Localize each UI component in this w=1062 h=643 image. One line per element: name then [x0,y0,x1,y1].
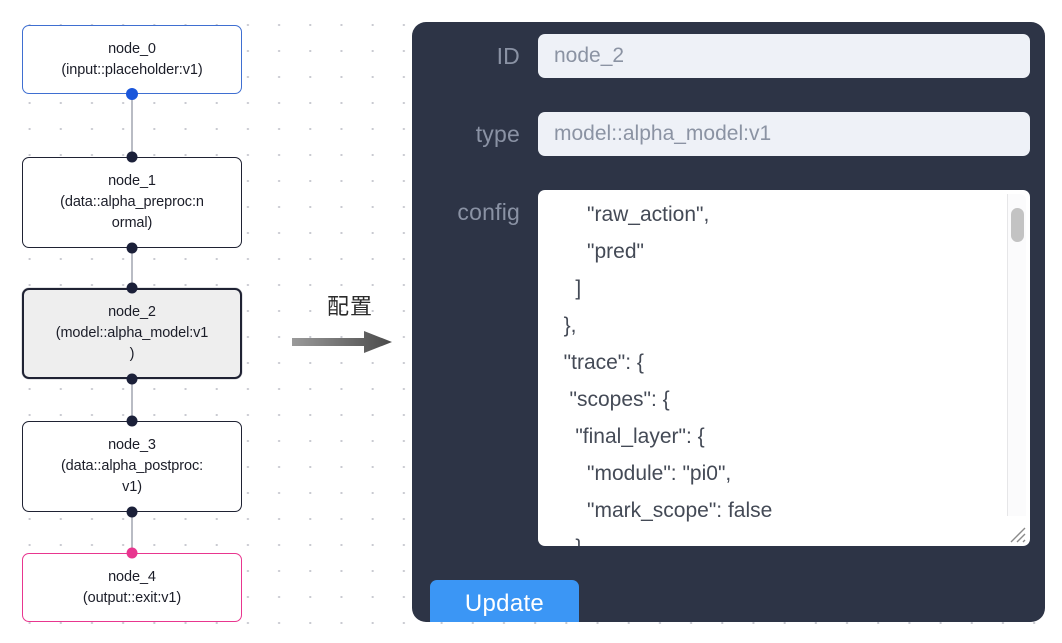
node-0[interactable]: node_0 (input::placeholder:v1) [22,25,242,94]
id-field-label: ID [496,43,520,69]
resize-grip-icon[interactable] [1007,524,1027,544]
edge-1-2[interactable] [131,248,133,288]
handle-node-1-target[interactable] [126,151,138,163]
handle-node-2-source[interactable] [126,373,138,385]
handle-node-3-source[interactable] [126,506,138,518]
config-scrollbar[interactable] [1007,194,1026,516]
update-button[interactable]: Update [430,580,579,622]
node-inspector-panel: ID type config "raw_action", "pred" ] },… [412,22,1045,622]
handle-node-1-source[interactable] [126,242,138,254]
handle-node-4-target[interactable] [126,547,138,559]
edge-2-3[interactable] [131,379,133,421]
id-field-row: ID [430,34,1030,78]
node-4[interactable]: node_4 (output::exit:v1) [22,553,242,622]
node-0-label: node_0 (input::placeholder:v1) [61,40,203,78]
edge-0-1[interactable] [131,94,133,157]
config-scrollbar-thumb[interactable] [1011,208,1024,242]
node-3-label: node_3 (data::alpha_postproc: v1) [60,437,204,495]
node-2-label: node_2 (model::alpha_model:v1 ) [55,304,209,362]
id-input[interactable] [538,34,1030,78]
config-field-row: config "raw_action", "pred" ] }, "trace"… [430,190,1030,546]
type-field-row: type [430,112,1030,156]
node-2[interactable]: node_2 (model::alpha_model:v1 ) [22,288,242,379]
annotation-group: 配置 [290,295,410,321]
right-arrow-icon [292,331,392,353]
config-field-label: config [457,199,520,225]
config-editor: "raw_action", "pred" ] }, "trace": { "sc… [538,190,1030,546]
node-4-label: node_4 (output::exit:v1) [82,568,182,606]
config-textarea[interactable]: "raw_action", "pred" ] }, "trace": { "sc… [538,190,1030,546]
edge-3-4[interactable] [131,512,133,553]
node-1-label: node_1 (data::alpha_preproc:n ormal) [60,173,204,231]
node-3[interactable]: node_3 (data::alpha_postproc: v1) [22,421,242,512]
type-field-label: type [475,121,520,147]
type-input[interactable] [538,112,1030,156]
handle-node-3-target[interactable] [126,415,138,427]
annotation-label: 配置 [326,295,373,320]
node-1[interactable]: node_1 (data::alpha_preproc:n ormal) [22,157,242,248]
handle-node-0-source[interactable] [126,88,138,100]
handle-node-2-target[interactable] [126,282,138,294]
